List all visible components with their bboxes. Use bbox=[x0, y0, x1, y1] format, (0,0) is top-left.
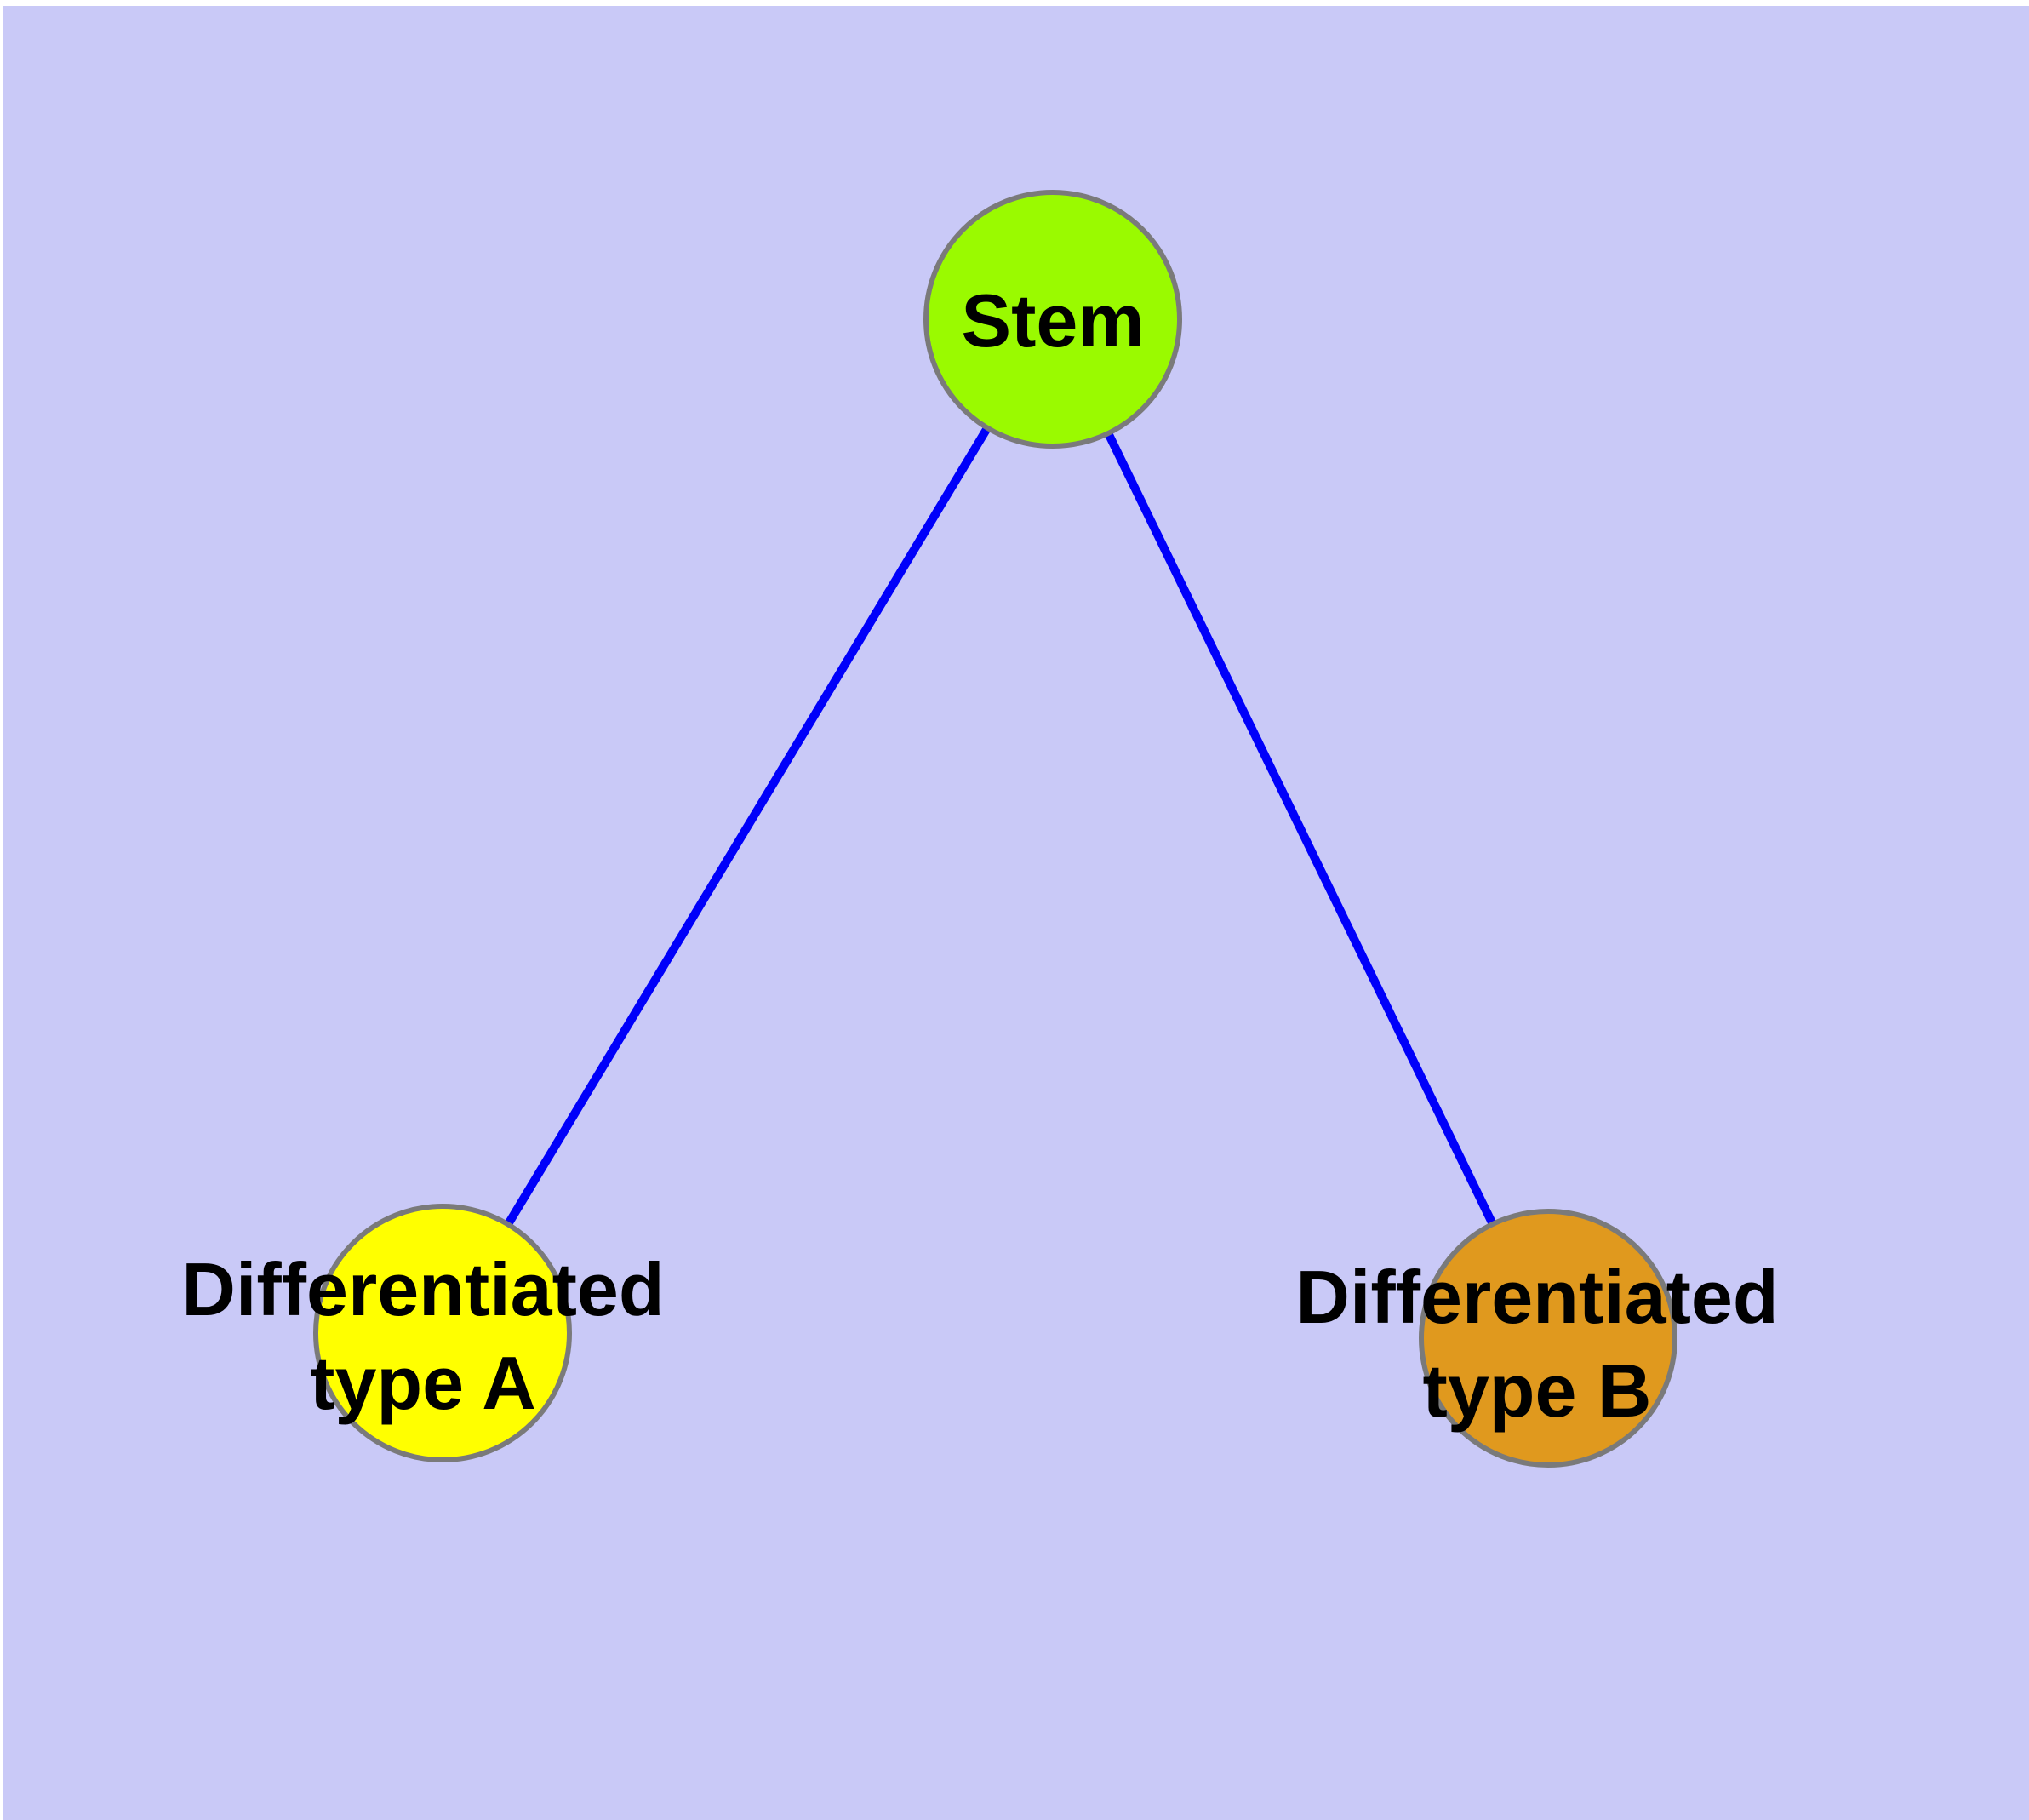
node-label-stem: Stem bbox=[961, 278, 1145, 363]
edge-stem-to-type-b bbox=[1049, 317, 1552, 1341]
node-label-differentiated-type-b: Differentiated type B bbox=[1295, 1255, 1779, 1433]
node-label-differentiated-type-a: Differentiated type A bbox=[181, 1247, 665, 1425]
edge-stem-to-type-a bbox=[438, 317, 1057, 1336]
node-stem[interactable] bbox=[923, 190, 1182, 449]
node-differentiated-type-a[interactable] bbox=[313, 1204, 572, 1462]
node-differentiated-type-b[interactable] bbox=[1419, 1209, 1677, 1468]
